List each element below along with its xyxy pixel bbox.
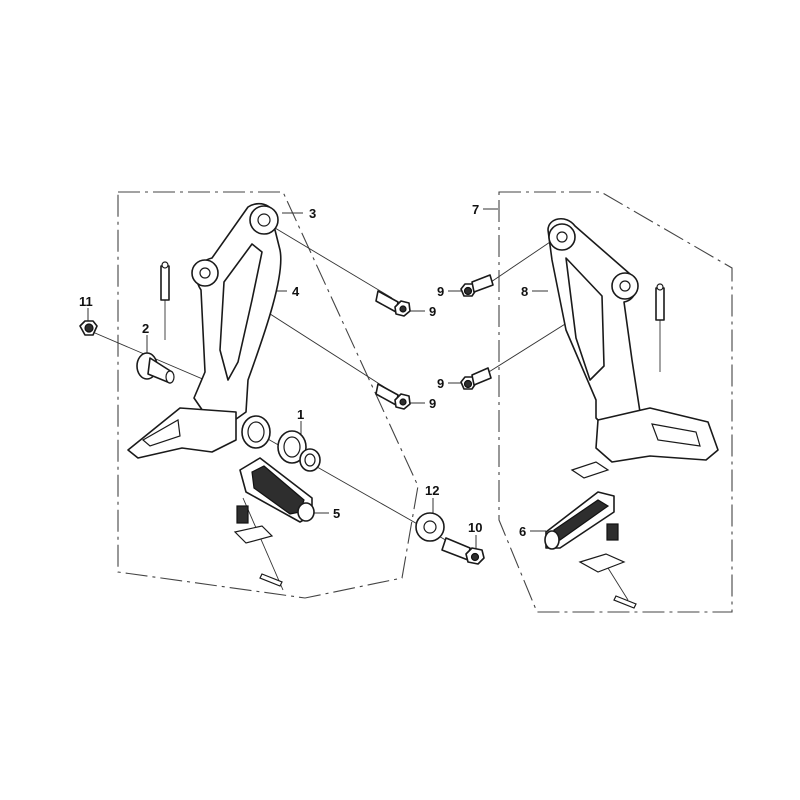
left-footrest-assembly	[79, 191, 485, 599]
cotter-pin-right	[613, 595, 637, 609]
plate-right-lower	[578, 553, 626, 573]
callout-9-lower-right: 9	[437, 376, 444, 391]
callout-9-lower-left: 9	[429, 396, 436, 411]
washer-part-12	[415, 512, 445, 542]
left-group-border	[117, 191, 419, 599]
bolt-part-9-lower-right	[460, 367, 492, 390]
axis-upper-bolt-left	[264, 221, 393, 299]
cotter-pin-left	[259, 573, 283, 587]
axis-upper-bolt-right	[487, 237, 557, 285]
spring-right	[606, 523, 619, 541]
plate-right-upper	[570, 461, 610, 479]
footrest-bracket-left	[127, 202, 282, 459]
bolt-part-10	[441, 537, 485, 565]
callout-11: 11	[79, 294, 93, 309]
nut-part-11	[79, 320, 98, 336]
bolt-part-9-upper-left	[375, 290, 411, 317]
callout-9-upper-left: 9	[429, 304, 436, 319]
footpeg-part-5	[239, 457, 315, 523]
callout-labels: 3 4 11 2 1 5 12 10 9 9 7 8 9 9 6	[79, 202, 528, 539]
bolt-part-9-lower-left	[375, 383, 411, 410]
callout-8: 8	[521, 284, 528, 299]
axis-clip-right	[607, 567, 629, 601]
pivot-pin-part-2	[136, 352, 175, 384]
callout-5: 5	[333, 506, 340, 521]
footrest-bracket-right	[547, 218, 719, 463]
axis-clip-left	[242, 497, 284, 591]
callout-10: 10	[468, 520, 482, 535]
callout-12: 12	[425, 483, 439, 498]
spring-left	[236, 505, 249, 524]
callout-9-upper-right: 9	[437, 284, 444, 299]
callout-6: 6	[519, 524, 526, 539]
callout-1: 1	[297, 407, 304, 422]
callout-7: 7	[472, 202, 479, 217]
plate-left	[233, 525, 274, 544]
callout-4: 4	[292, 284, 300, 299]
right-group-border	[498, 191, 733, 613]
pin-right	[655, 283, 665, 321]
bolt-part-9-upper-right	[460, 274, 494, 297]
callout-2: 2	[142, 321, 149, 336]
bushing-part-1	[241, 415, 321, 472]
callout-3: 3	[309, 206, 316, 221]
right-footrest-assembly	[448, 191, 733, 613]
pin-left	[160, 261, 170, 301]
footpeg-part-6	[544, 491, 615, 550]
